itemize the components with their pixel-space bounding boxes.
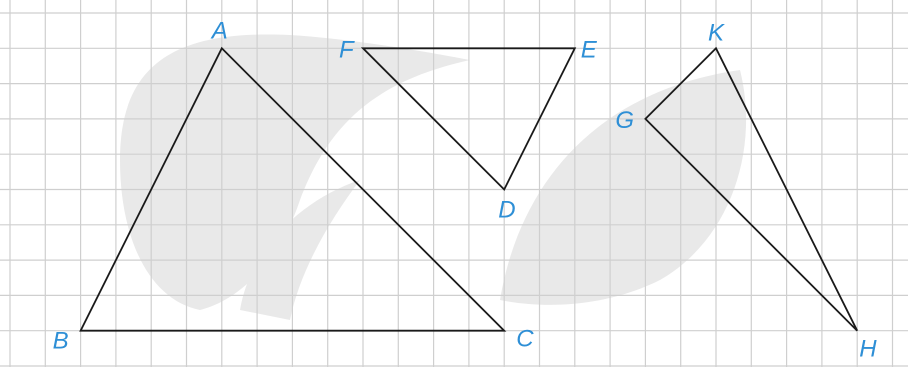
vertex-label-k: K <box>708 19 725 46</box>
vertex-label-d: D <box>498 197 515 224</box>
watermark-stem <box>240 180 360 320</box>
vertex-label-a: A <box>210 17 228 44</box>
vertex-label-e: E <box>581 36 598 63</box>
watermark-leaf-logo <box>120 34 747 320</box>
vertex-label-b: B <box>53 328 69 355</box>
vertex-label-g: G <box>615 107 634 134</box>
vertex-labels: A B C D E F G H K <box>53 17 878 362</box>
triangle-edges <box>79 46 859 332</box>
triangle-ghk <box>644 46 859 332</box>
vertex-label-c: C <box>516 326 534 353</box>
triangle-def <box>360 47 577 192</box>
vertex-label-h: H <box>859 336 877 363</box>
triangle-abc <box>79 46 507 332</box>
watermark-left-leaf <box>120 34 470 310</box>
vertex-label-f: F <box>339 36 355 63</box>
watermark-right-leaf <box>500 70 747 305</box>
